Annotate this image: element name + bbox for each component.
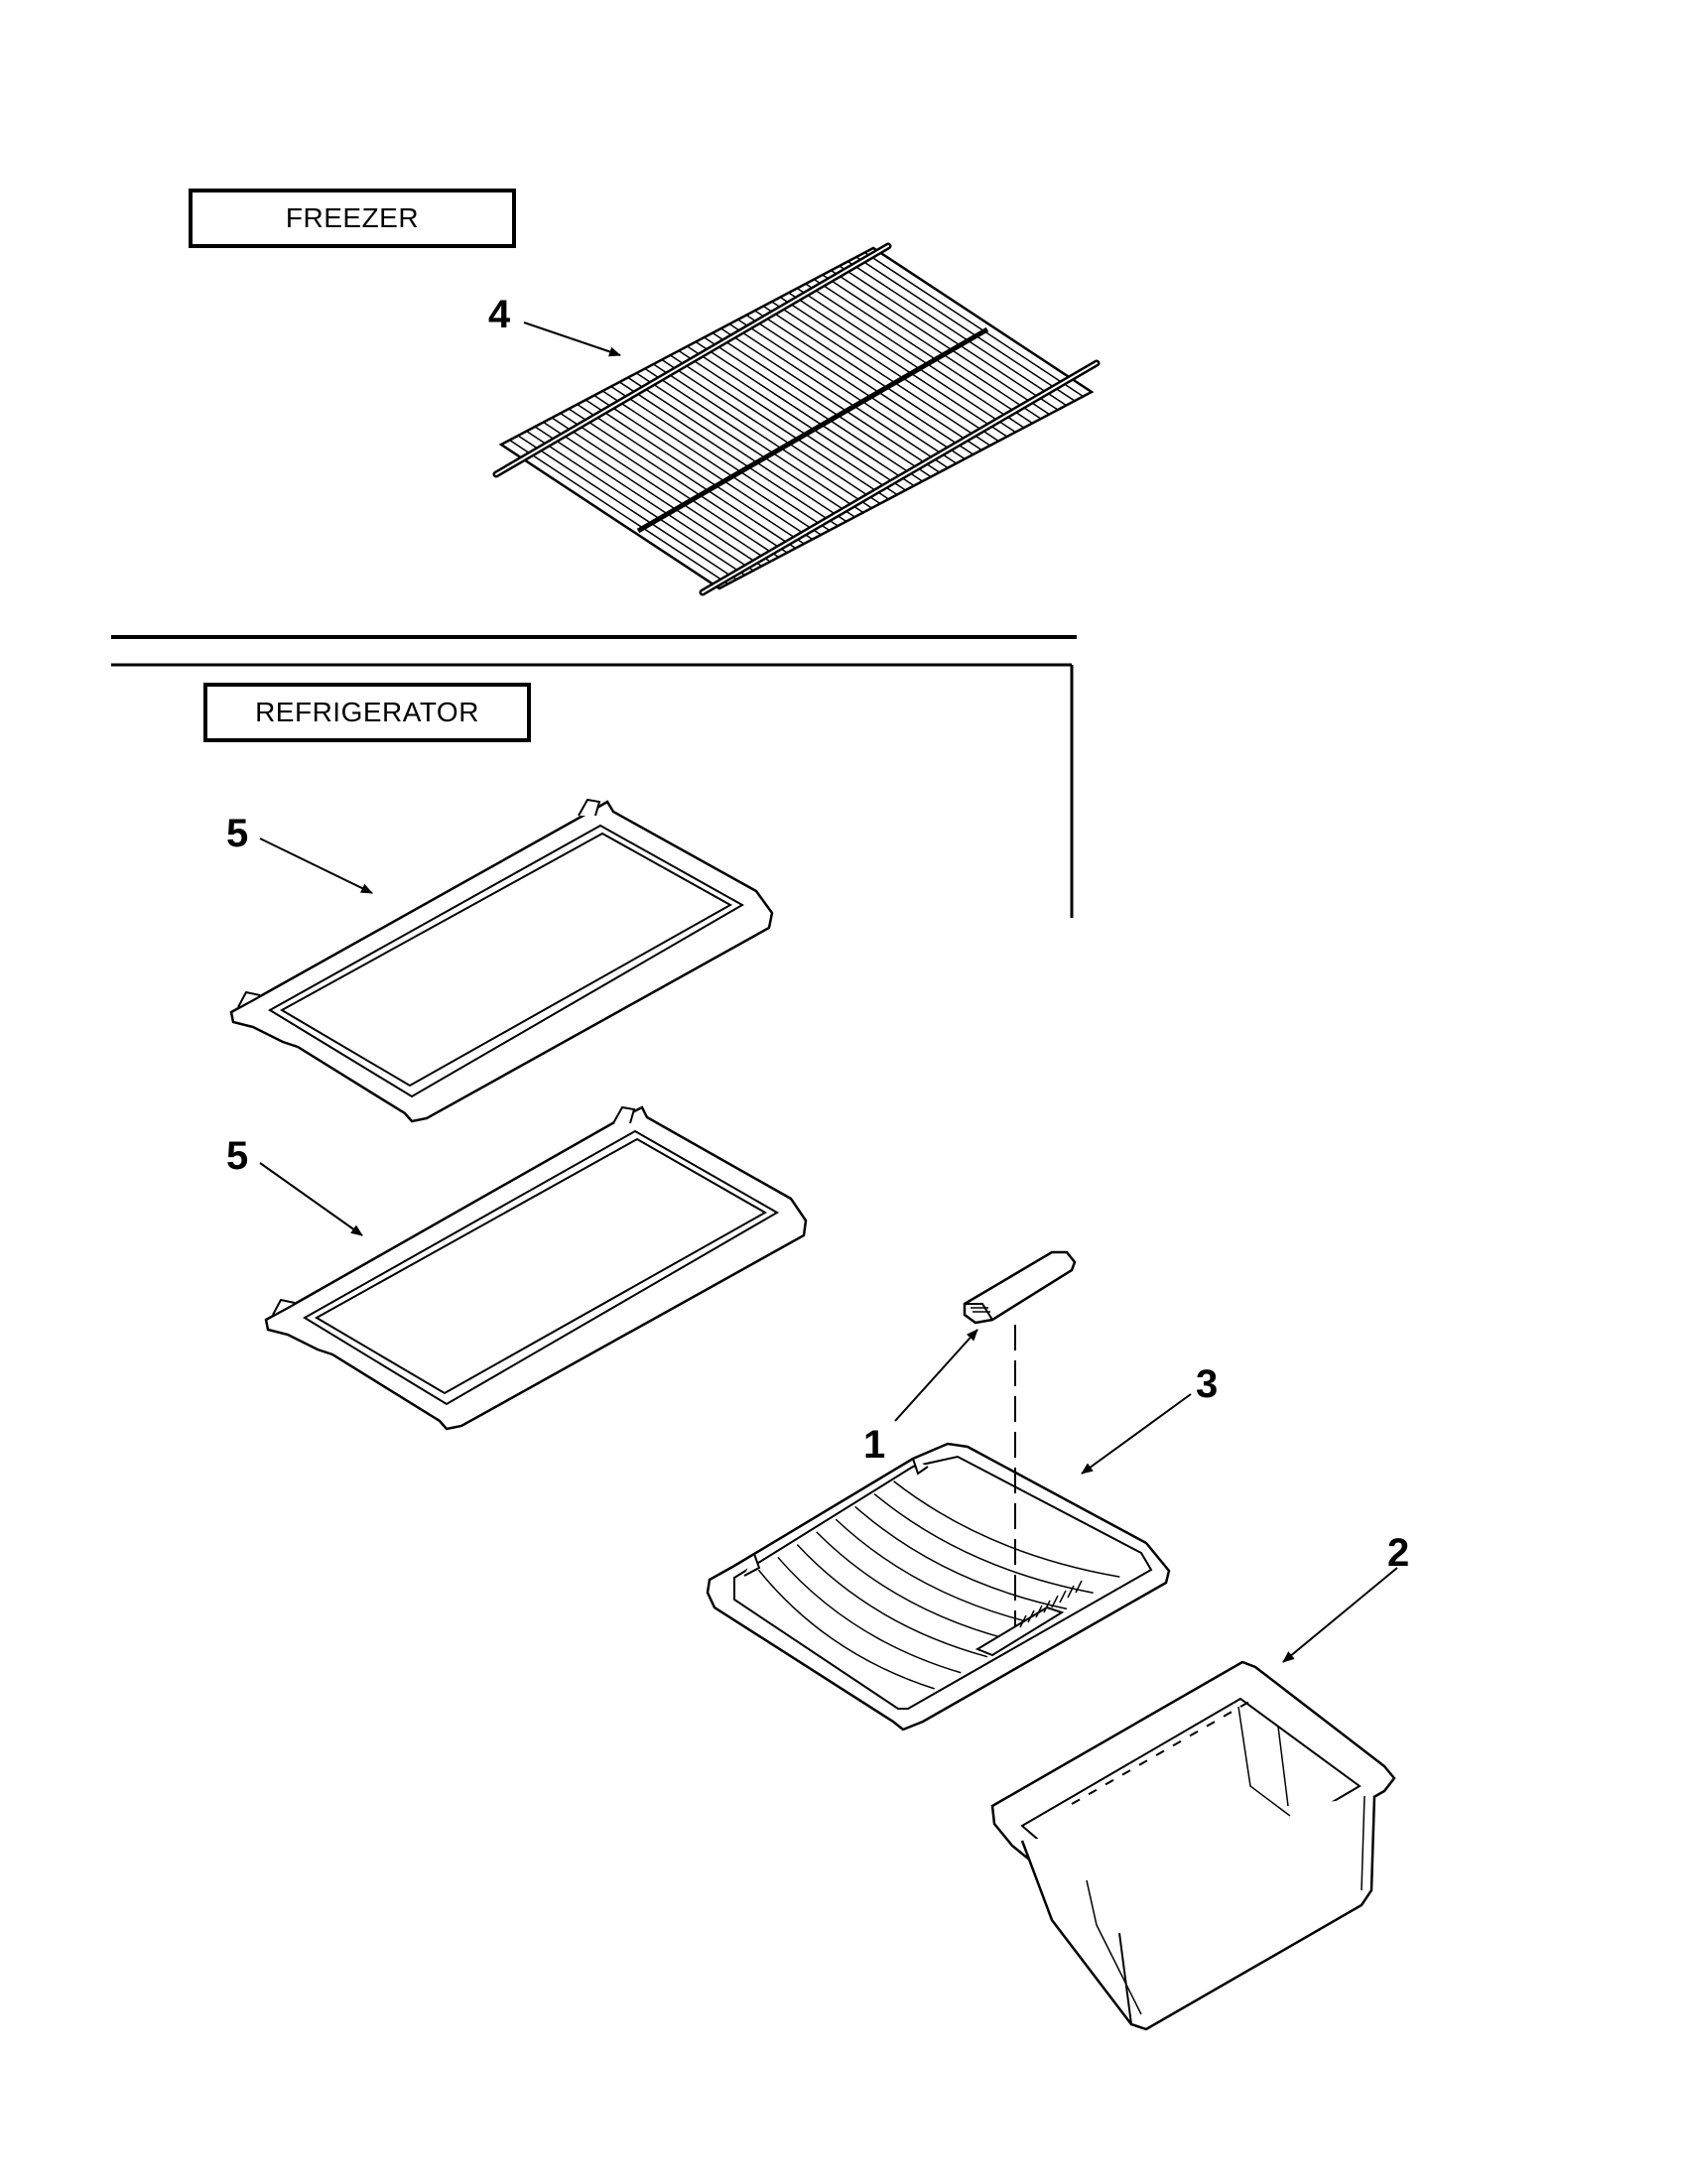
arrow-3 bbox=[1081, 1393, 1192, 1475]
callout-wire-shelf: 4 bbox=[488, 293, 511, 336]
callout-crisper-cover: 3 bbox=[1196, 1362, 1219, 1406]
callout-crisper-drawer: 2 bbox=[1387, 1531, 1410, 1575]
callout-glass-shelf-lower: 5 bbox=[226, 1134, 249, 1178]
arrow-5-lower bbox=[259, 1162, 363, 1236]
leader-arrows bbox=[259, 321, 1398, 1663]
glass-shelf-upper-illustration bbox=[229, 798, 774, 1123]
glass-shelf-lower-illustration bbox=[264, 1105, 808, 1431]
freezer-section-label: FREEZER bbox=[189, 189, 516, 248]
callout-glass-shelf-upper: 5 bbox=[226, 812, 249, 855]
callout-humidity-slider: 1 bbox=[863, 1423, 886, 1467]
crisper-drawer-illustration bbox=[990, 1660, 1396, 2031]
arrow-5-upper bbox=[259, 837, 373, 894]
arrow-1 bbox=[894, 1329, 978, 1422]
humidity-slider-illustration bbox=[963, 1250, 1077, 1325]
arrow-2 bbox=[1282, 1567, 1398, 1663]
arrow-4 bbox=[523, 321, 621, 357]
refrigerator-section-label: REFRIGERATOR bbox=[203, 683, 531, 742]
crisper-cover-illustration bbox=[706, 1442, 1171, 1732]
wire-shelf-illustration bbox=[492, 242, 1101, 596]
section-divider bbox=[111, 635, 1077, 918]
